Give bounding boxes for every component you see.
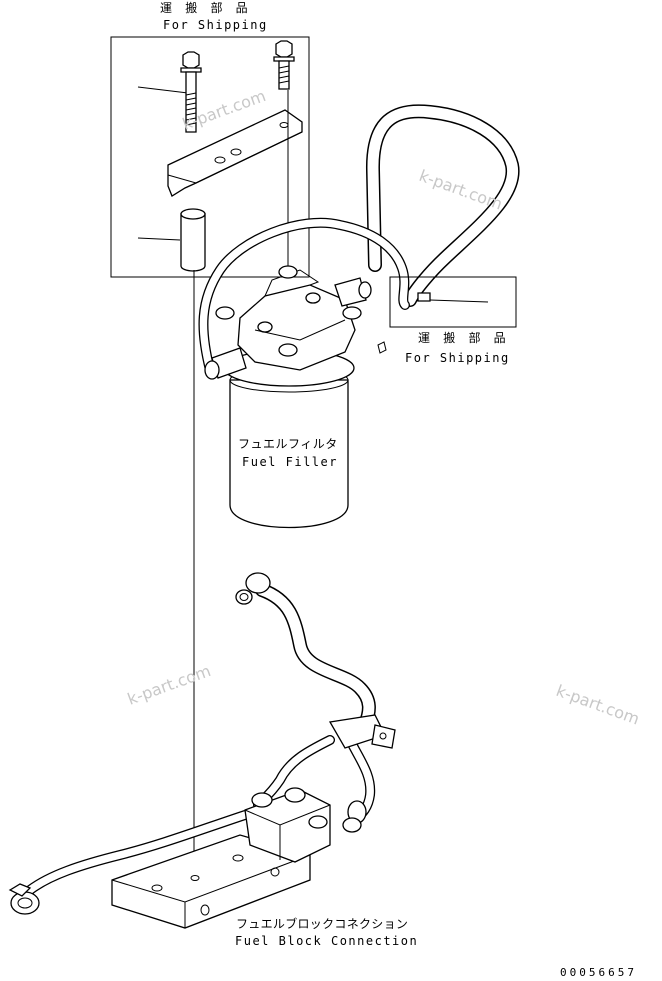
fuel-block-en-label: Fuel Block Connection — [235, 934, 418, 948]
fuel-filter-jp-label: フュエルフィルタ — [238, 437, 338, 451]
fuel-block: フュエルブロックコネクション Fuel Block Connection — [111, 787, 418, 948]
block-hose-end-fitting — [8, 883, 40, 915]
shipping-parts-box-right: 運 搬 部 品 For Shipping — [389, 276, 517, 365]
shipping-right-en-label: For Shipping — [405, 351, 510, 365]
shipping-bracket-plate — [167, 109, 303, 197]
filter-hoses — [198, 104, 520, 375]
fuel-block-jp-label: フュエルブロックコネクション — [236, 916, 408, 931]
block-fitting-right — [342, 800, 367, 833]
shipping-parts-box-top: 運 搬 部 品 For Shipping — [110, 0, 310, 278]
watermark-2: k-part.com — [417, 166, 505, 214]
shipping-bolt-short — [273, 40, 295, 90]
shipping-bolt-long — [180, 51, 202, 133]
shipping-right-jp-label: 運 搬 部 品 — [418, 330, 509, 345]
drawing-code: 00056657 — [560, 966, 637, 979]
shipping-top-jp-label: 運 搬 部 品 — [160, 0, 251, 15]
watermark-3: k-part.com — [125, 661, 213, 709]
hose-clamp — [328, 714, 396, 749]
watermark-4: k-part.com — [554, 681, 642, 729]
shipping-spacer-collar — [180, 208, 206, 272]
shipping-top-en-label: For Shipping — [163, 18, 268, 32]
block-hose-fitting-top — [235, 572, 271, 605]
fuel-filter-en-label: Fuel Filler — [242, 455, 338, 469]
fuel-filter: フュエルフィルタ Fuel Filler — [204, 265, 387, 529]
